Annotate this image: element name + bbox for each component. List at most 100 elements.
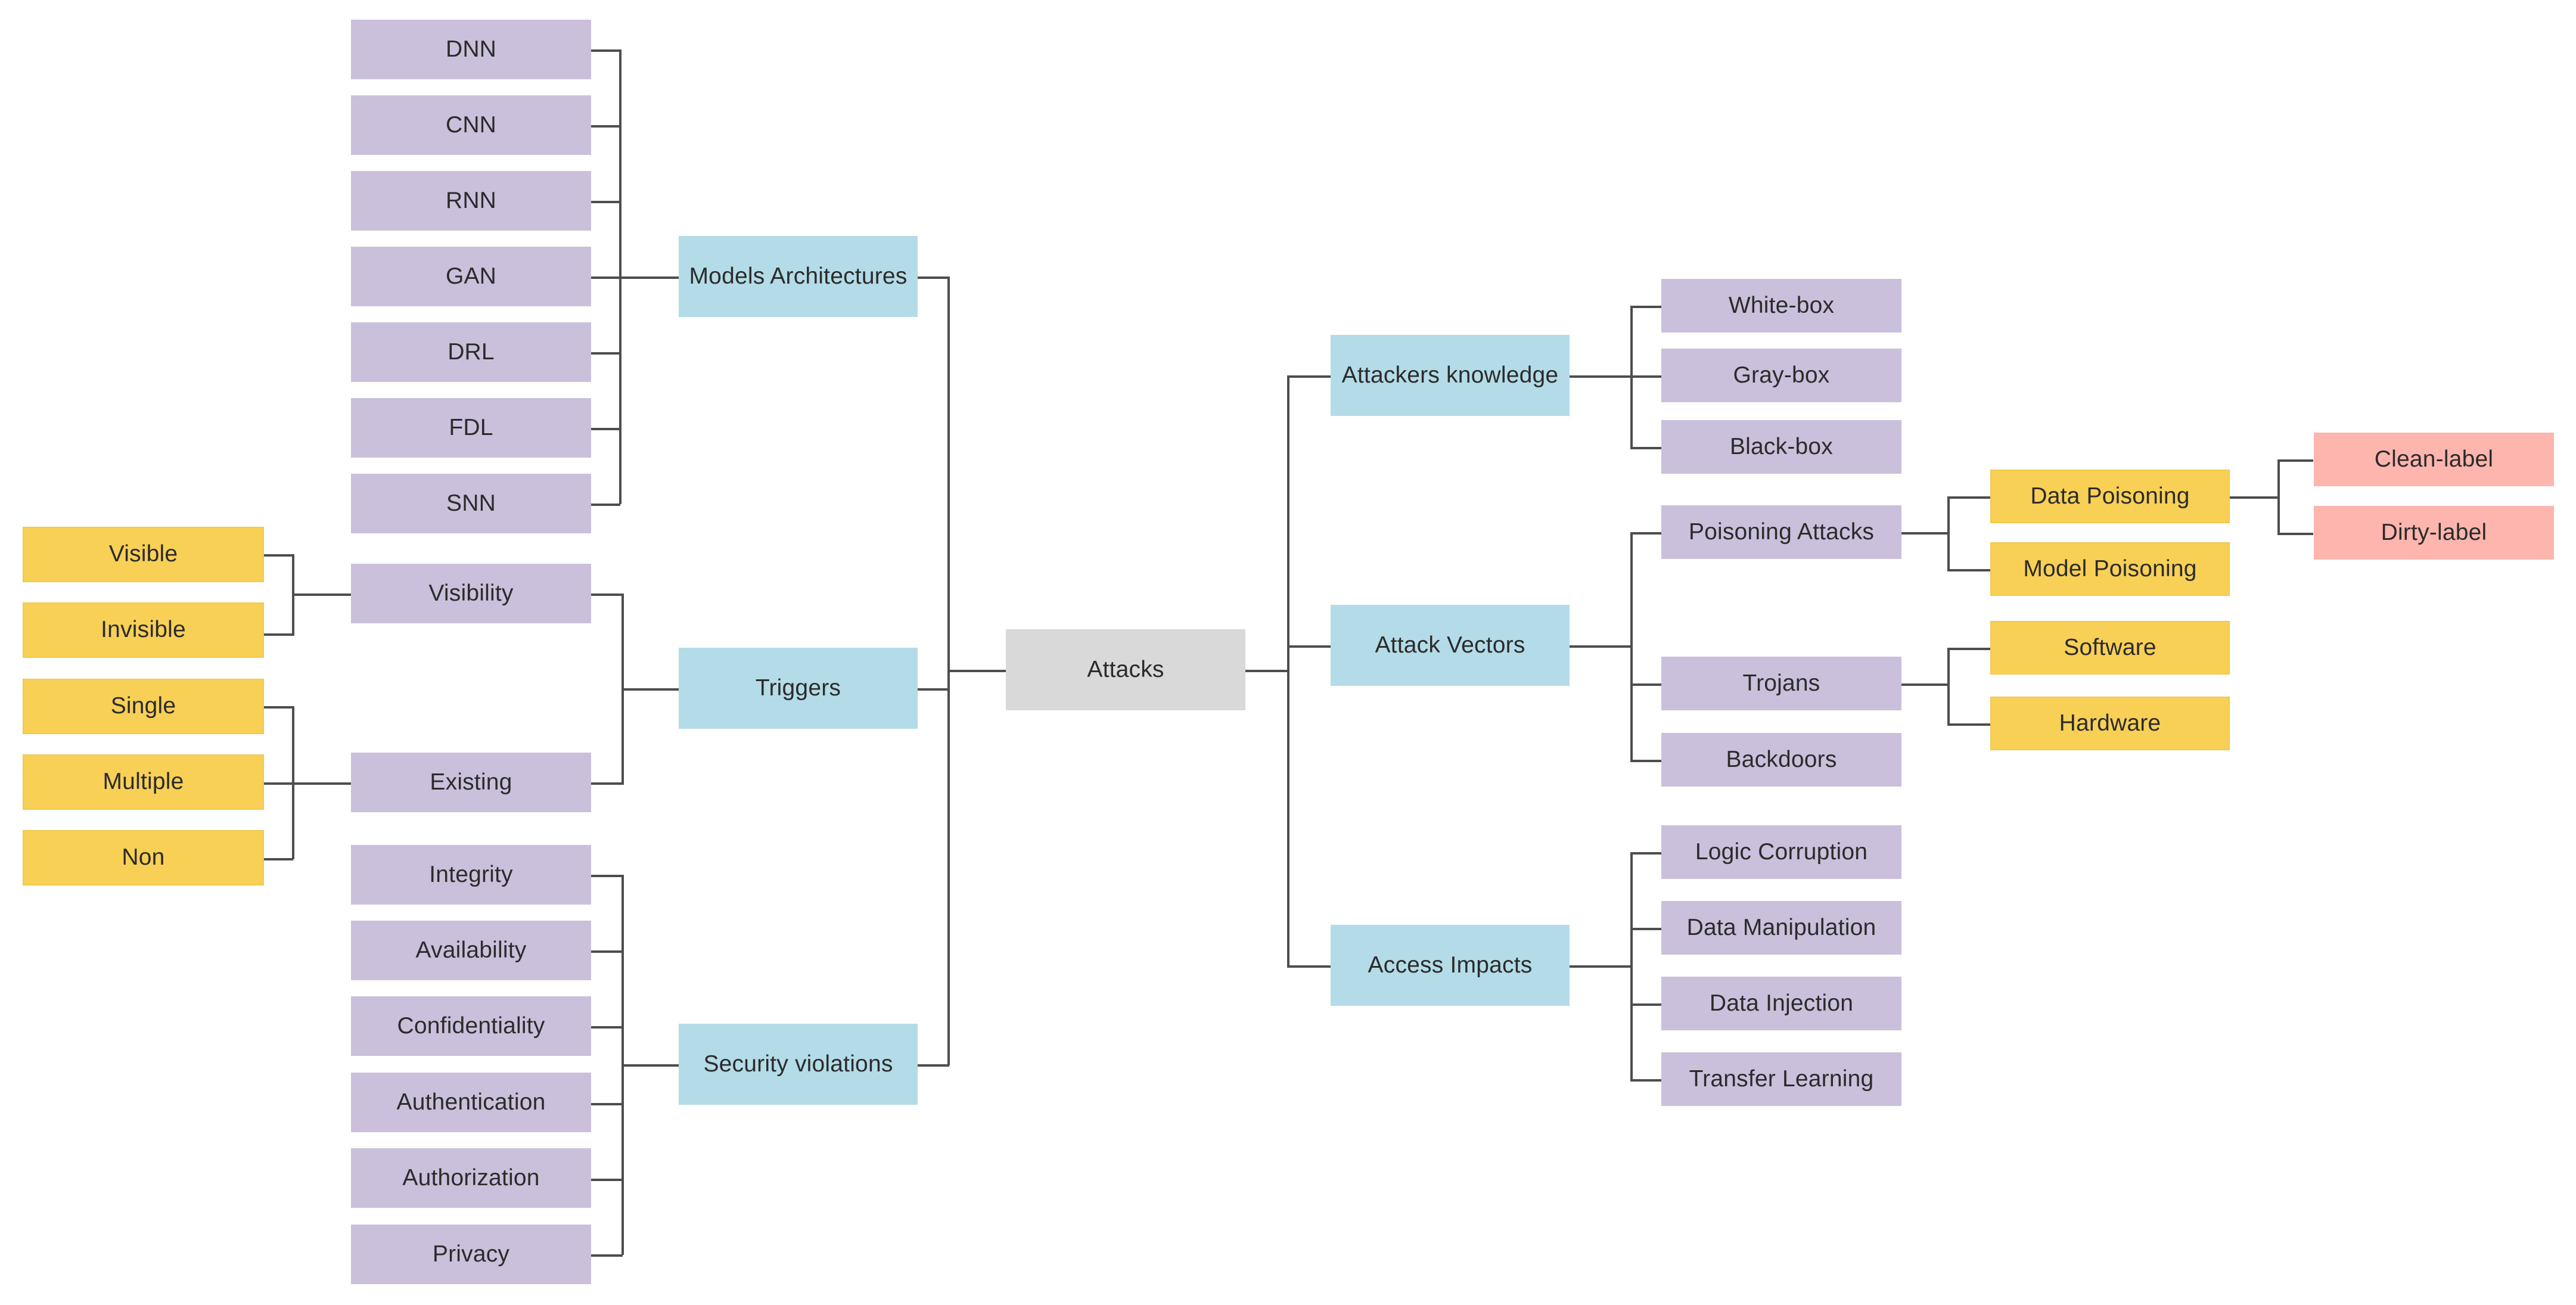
edge-arch-snn xyxy=(591,504,620,506)
edge-right-impacts xyxy=(1287,965,1331,968)
edge-arch-fdl xyxy=(591,428,620,430)
edge-vectors-trunk xyxy=(1630,532,1633,760)
node-attacks-root[interactable]: Attacks xyxy=(1006,629,1245,710)
node-attackers-knowledge[interactable]: Attackers knowledge xyxy=(1331,335,1570,416)
node-visibility[interactable]: Visibility xyxy=(351,564,591,623)
edge-knowledge-gray xyxy=(1630,375,1661,378)
edge-right-knowledge xyxy=(1287,375,1331,378)
node-integrity[interactable]: Integrity xyxy=(351,845,591,905)
edge-knowledge-black xyxy=(1630,447,1661,449)
edge-poisoning-to-parent xyxy=(1901,532,1950,535)
edge-knowledge-white xyxy=(1630,306,1661,308)
node-snn[interactable]: SNN xyxy=(351,474,591,533)
edge-vectors-poisoning xyxy=(1630,532,1661,535)
node-clean-label[interactable]: Clean-label xyxy=(2314,433,2554,486)
node-authorization[interactable]: Authorization xyxy=(351,1148,591,1208)
node-authentication[interactable]: Authentication xyxy=(351,1073,591,1132)
node-software[interactable]: Software xyxy=(1990,621,2230,675)
edge-arch-dnn xyxy=(591,49,620,52)
edge-arch-cnn xyxy=(591,125,620,128)
edge-existing-non xyxy=(264,858,293,860)
node-data-poisoning[interactable]: Data Poisoning xyxy=(1990,470,2230,523)
node-hardware[interactable]: Hardware xyxy=(1990,697,2230,750)
edge-datapoison-trunk xyxy=(2277,459,2280,533)
edge-datapoison-dirty xyxy=(2277,533,2313,535)
node-data-injection[interactable]: Data Injection xyxy=(1661,977,1901,1030)
edge-violations-privacy xyxy=(591,1254,623,1257)
node-multiple[interactable]: Multiple xyxy=(23,754,264,810)
edge-root-left-triggers xyxy=(918,688,949,691)
edge-trojans-software xyxy=(1947,648,1990,650)
node-existing[interactable]: Existing xyxy=(351,753,591,812)
node-model-poisoning[interactable]: Model Poisoning xyxy=(1990,542,2230,596)
node-confidentiality[interactable]: Confidentiality xyxy=(351,996,591,1056)
edge-root-to-right-trunk xyxy=(1245,670,1289,672)
edge-impacts-trunk xyxy=(1630,852,1633,1080)
edge-datapoison-clean xyxy=(2277,459,2313,462)
node-dnn[interactable]: DNN xyxy=(351,20,591,79)
edge-knowledge-to-parent xyxy=(1570,375,1632,378)
node-visible[interactable]: Visible xyxy=(23,527,264,582)
edge-triggers-to-parent xyxy=(622,688,680,691)
node-availability[interactable]: Availability xyxy=(351,921,591,980)
edge-existing-single xyxy=(264,706,293,709)
edge-arch-gan xyxy=(591,276,620,279)
edge-existing-to-parent xyxy=(292,782,352,785)
node-transfer-learning[interactable]: Transfer Learning xyxy=(1661,1052,1901,1106)
node-white-box[interactable]: White-box xyxy=(1661,279,1901,333)
edge-trojans-to-parent xyxy=(1901,683,1950,686)
node-poisoning-attacks[interactable]: Poisoning Attacks xyxy=(1661,505,1901,559)
edge-trojans-hardware xyxy=(1947,723,1990,726)
node-dirty-label[interactable]: Dirty-label xyxy=(2314,506,2554,560)
node-logic-corruption[interactable]: Logic Corruption xyxy=(1661,825,1901,879)
edge-root-left-violations xyxy=(918,1064,949,1067)
node-privacy[interactable]: Privacy xyxy=(351,1225,591,1284)
edge-violations-integrity xyxy=(591,875,623,877)
node-backdoors[interactable]: Backdoors xyxy=(1661,733,1901,787)
node-trojans[interactable]: Trojans xyxy=(1661,657,1901,710)
edge-vectors-to-parent xyxy=(1570,645,1632,648)
node-cnn[interactable]: CNN xyxy=(351,95,591,155)
node-gray-box[interactable]: Gray-box xyxy=(1661,349,1901,402)
node-data-manipulation[interactable]: Data Manipulation xyxy=(1661,901,1901,955)
edge-existing-multiple xyxy=(264,782,293,785)
node-invisible[interactable]: Invisible xyxy=(23,602,264,658)
edge-vectors-backdoors xyxy=(1630,760,1661,762)
edge-violations-availability xyxy=(591,950,623,953)
edge-poisoning-data xyxy=(1947,496,1990,499)
node-non[interactable]: Non xyxy=(23,830,264,885)
edge-root-left-models xyxy=(918,276,949,279)
edge-visibility-to-parent xyxy=(292,594,352,596)
node-access-impacts[interactable]: Access Impacts xyxy=(1331,925,1570,1006)
edge-triggers-existing xyxy=(591,782,623,785)
edge-impacts-injection xyxy=(1630,1003,1661,1006)
edge-violations-confidentiality xyxy=(591,1026,623,1029)
edge-visibility-visible xyxy=(264,554,293,557)
node-fdl[interactable]: FDL xyxy=(351,398,591,458)
edge-root-left-to-root xyxy=(947,670,1007,672)
node-attack-vectors[interactable]: Attack Vectors xyxy=(1331,605,1570,686)
edge-arch-drl xyxy=(591,352,620,355)
edge-datapoison-to-parent xyxy=(2230,496,2280,499)
edge-impacts-logic xyxy=(1630,852,1661,855)
edge-violations-authorization xyxy=(591,1179,623,1181)
edge-right-vectors xyxy=(1287,645,1331,648)
node-black-box[interactable]: Black-box xyxy=(1661,420,1901,474)
node-drl[interactable]: DRL xyxy=(351,322,591,382)
edge-visibility-invisible xyxy=(264,633,293,636)
edge-poisoning-model xyxy=(1947,569,1990,571)
node-single[interactable]: Single xyxy=(23,679,264,734)
node-triggers[interactable]: Triggers xyxy=(679,648,918,729)
edge-impacts-transfer xyxy=(1630,1079,1661,1082)
node-gan[interactable]: GAN xyxy=(351,247,591,306)
edge-arch-to-parent xyxy=(619,276,679,279)
edge-vectors-trojans xyxy=(1630,683,1661,686)
edge-impacts-manipulation xyxy=(1630,928,1661,930)
node-security-violations[interactable]: Security violations xyxy=(679,1024,918,1105)
edge-violations-to-parent xyxy=(622,1064,680,1067)
edge-impacts-to-parent xyxy=(1570,965,1632,968)
edge-triggers-visibility xyxy=(591,594,623,596)
node-models-architectures[interactable]: Models Architectures xyxy=(679,236,918,317)
node-rnn[interactable]: RNN xyxy=(351,171,591,231)
